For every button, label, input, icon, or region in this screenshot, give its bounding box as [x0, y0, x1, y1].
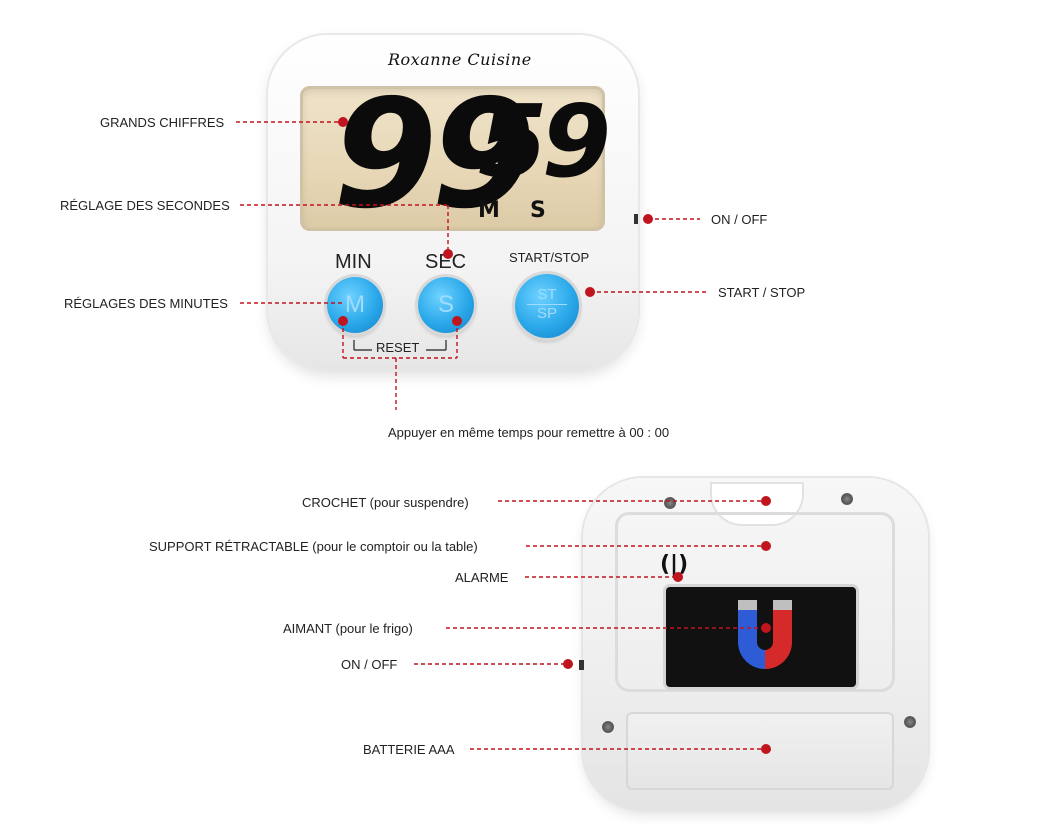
label-support: SUPPORT RÉTRACTABLE (pour le comptoir ou… [149, 539, 478, 554]
screw-top-right [841, 493, 853, 505]
start-stop-button[interactable]: ST SP [515, 274, 579, 338]
dot-on-off-back [563, 659, 573, 669]
magnet-icon [738, 600, 792, 669]
sec-button[interactable]: S [418, 277, 474, 333]
magnet-plate [666, 587, 856, 687]
dot-grands-chiffres [338, 117, 348, 127]
label-on-off-front: ON / OFF [711, 212, 768, 227]
dot-aimant [761, 623, 771, 633]
screw-bottom-right [904, 716, 916, 728]
start-stop-top-text: ST [537, 286, 557, 303]
unit-seconds: S [530, 198, 546, 223]
label-alarme: ALARME [455, 570, 509, 585]
dot-batterie [761, 744, 771, 754]
start-stop-bottom-text: SP [536, 305, 557, 322]
unit-minutes: M [478, 198, 500, 223]
start-stop-divider [527, 304, 567, 305]
brand-logo: Roxanne Cuisine [388, 50, 532, 69]
screw-top-left [664, 497, 676, 509]
label-grands-chiffres: GRANDS CHIFFRES [100, 115, 225, 130]
dot-alarme [673, 572, 683, 582]
screw-bottom-left [602, 721, 614, 733]
battery-cover[interactable] [626, 712, 894, 790]
dot-support [761, 541, 771, 551]
label-start-stop: START / STOP [718, 285, 806, 300]
reset-label: RESET [376, 340, 420, 355]
label-on-off-back: ON / OFF [341, 657, 398, 672]
dot-sec-button [452, 316, 462, 326]
label-aimant: AIMANT (pour le frigo) [283, 621, 413, 636]
label-reglages-minutes: RÉGLAGES DES MINUTES [64, 296, 228, 311]
dot-min-button [338, 316, 348, 326]
retractable-stand [615, 512, 895, 692]
sec-button-label: SEC [425, 251, 467, 273]
side-switch-nub [634, 214, 638, 224]
min-button[interactable]: M [327, 277, 383, 333]
label-crochet: CROCHET (pour suspendre) [302, 495, 469, 510]
sec-button-letter: S [437, 291, 454, 318]
back-side-switch[interactable] [579, 660, 584, 670]
reset-note: Appuyer en même temps pour remettre à 00… [388, 425, 670, 440]
min-button-letter: M [345, 291, 365, 318]
hanging-hook [712, 484, 802, 524]
seconds-digits: 59 [478, 83, 611, 200]
label-batterie: BATTERIE AAA [363, 742, 455, 757]
lcd-display [300, 86, 605, 231]
dot-on-off-front [643, 214, 653, 224]
startstop-button-label: START/STOP [509, 250, 590, 265]
dot-crochet [761, 496, 771, 506]
dot-start-stop [585, 287, 595, 297]
min-button-label: MIN [335, 251, 372, 273]
label-reglage-secondes: RÉGLAGE DES SECONDES [60, 198, 230, 213]
dot-reglage-secondes [443, 249, 453, 259]
